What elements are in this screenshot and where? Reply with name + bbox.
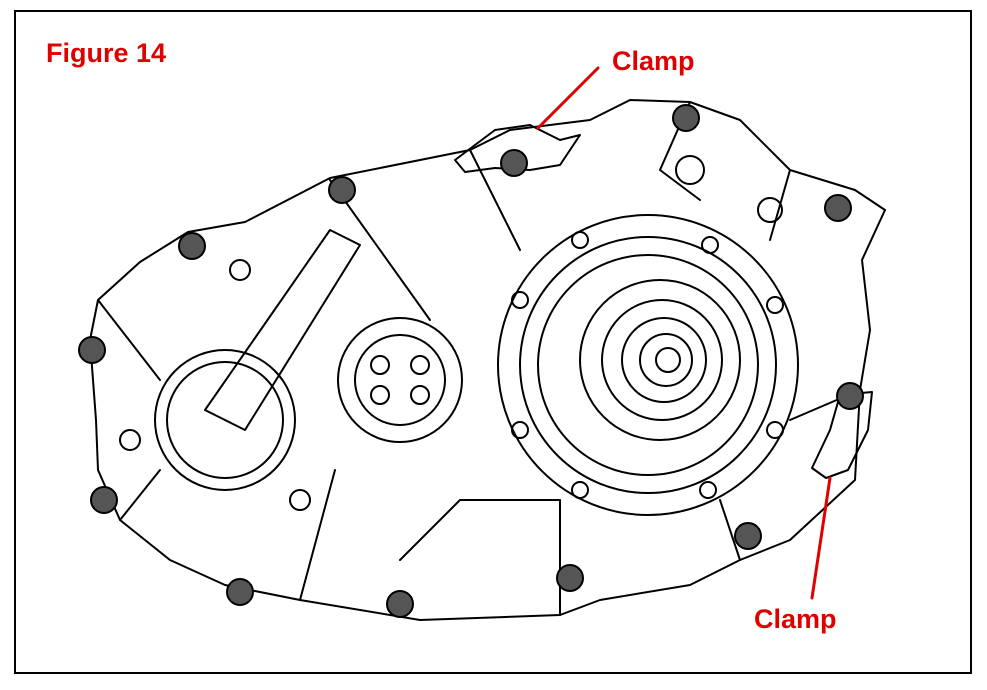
clamp-callout-top: Clamp xyxy=(612,46,695,76)
bolt xyxy=(78,336,106,364)
leader-line-top xyxy=(536,66,600,130)
clamp-callout-bottom: Clamp xyxy=(754,604,837,634)
bolt xyxy=(836,382,864,410)
bolt xyxy=(90,486,118,514)
bolts xyxy=(78,104,864,618)
output-flange-outer xyxy=(497,214,799,516)
output-shaft xyxy=(655,347,681,373)
output-flange-ring xyxy=(519,236,777,494)
center-flange-outer xyxy=(337,317,463,443)
bolt xyxy=(500,149,528,177)
bolt xyxy=(386,590,414,618)
center-flange-inner xyxy=(354,334,446,426)
bolt xyxy=(824,194,852,222)
top-clamp xyxy=(454,124,581,173)
left-bearing-inner xyxy=(166,361,284,479)
figure-title: Figure 14 xyxy=(46,38,167,68)
bolt xyxy=(556,564,584,592)
bottom-clamp xyxy=(811,391,873,479)
shift-arm xyxy=(204,229,361,431)
bolt xyxy=(178,232,206,260)
bolt xyxy=(734,522,762,550)
left-bearing-circle xyxy=(154,349,296,491)
bolt xyxy=(672,104,700,132)
bolt xyxy=(226,578,254,606)
leader-line-bottom xyxy=(810,476,832,600)
housing-outline xyxy=(89,99,886,621)
figure-frame xyxy=(14,10,972,674)
bolt xyxy=(328,176,356,204)
